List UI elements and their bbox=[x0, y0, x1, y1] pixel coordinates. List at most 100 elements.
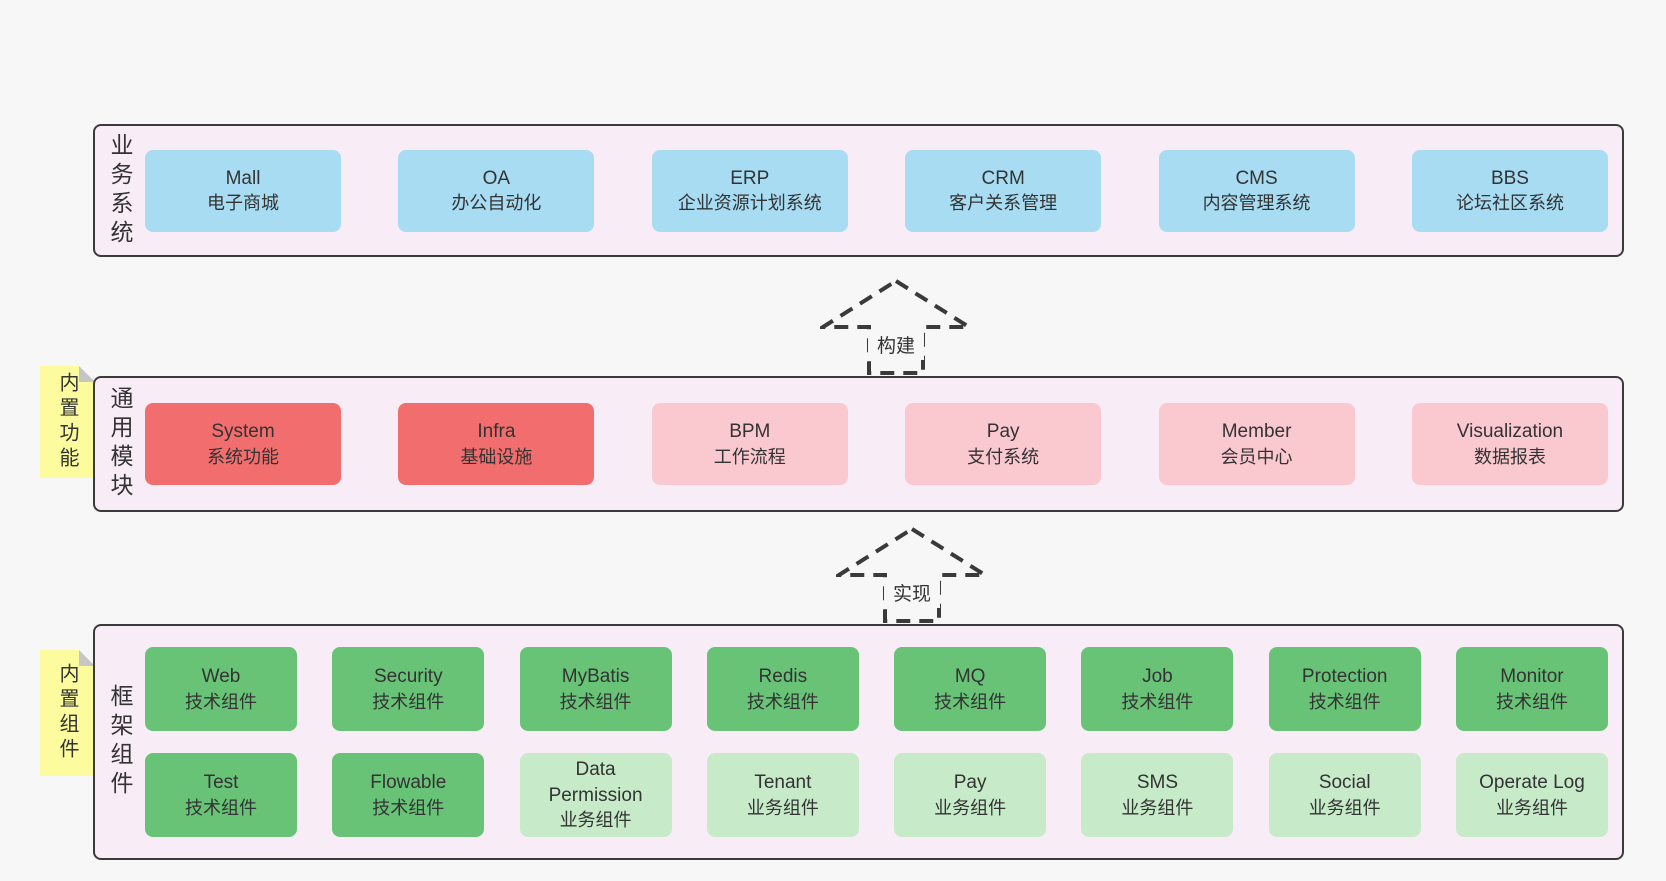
box-title: SMS bbox=[1136, 772, 1178, 794]
section-label-framework-components: 框架组件 bbox=[107, 684, 133, 800]
box-title: ERP bbox=[730, 167, 770, 189]
box-subtitle: 技术组件 bbox=[372, 691, 445, 712]
box-title: Redis bbox=[758, 666, 808, 688]
arrow-label-background bbox=[868, 330, 924, 360]
box-subtitle: 技术组件 bbox=[185, 691, 257, 712]
box-subtitle: 业务组件 bbox=[1308, 797, 1381, 818]
box-pay: Pay 支付系统 bbox=[905, 403, 1102, 485]
box-visualization: Visualization 数据报表 bbox=[1411, 403, 1608, 485]
box-title: MyBatis bbox=[561, 666, 630, 688]
box-subtitle: 企业资源计划系统 bbox=[677, 193, 822, 214]
box-operate-log: Operate Log 业务组件 bbox=[1455, 753, 1608, 837]
box-subtitle: 业务组件 bbox=[559, 810, 632, 831]
section-label-business-systems: 业务系统 bbox=[107, 132, 133, 249]
box-title: CRM bbox=[981, 167, 1025, 189]
section-label-common-modules: 通用模块 bbox=[107, 386, 133, 502]
box-subtitle: 技术组件 bbox=[1495, 691, 1568, 712]
box-title: Web bbox=[201, 666, 241, 688]
box-mybatis: MyBatis 技术组件 bbox=[519, 647, 672, 731]
dashed-up-arrow-build: 构建 bbox=[820, 278, 972, 375]
box-mq: MQ 技术组件 bbox=[894, 647, 1047, 731]
sticky-note-built-in-features: 内置功能 bbox=[40, 366, 95, 478]
box-title: Monitor bbox=[1500, 666, 1564, 688]
box-subtitle: 电子商城 bbox=[207, 193, 279, 214]
box-web: Web 技术组件 bbox=[145, 647, 297, 731]
box-subtitle: 业务组件 bbox=[1495, 797, 1568, 818]
sticky-note-text: 内置组件 bbox=[56, 663, 78, 763]
box-subtitle: 内容管理系统 bbox=[1202, 193, 1311, 214]
box-system: System 系统功能 bbox=[145, 403, 341, 485]
box-redis: Redis 技术组件 bbox=[706, 647, 859, 731]
box-title: Data Permission bbox=[548, 759, 643, 806]
box-tenant: Tenant 业务组件 bbox=[706, 753, 859, 837]
box-subtitle: 会员中心 bbox=[1220, 446, 1293, 467]
box-title: Member bbox=[1221, 421, 1292, 443]
box-infra: Infra 基础设施 bbox=[398, 403, 595, 485]
box-subtitle: 基础设施 bbox=[460, 446, 533, 467]
box-pay: Pay 业务组件 bbox=[894, 753, 1047, 837]
box-crm: CRM 客户关系管理 bbox=[905, 149, 1102, 232]
box-title: Operate Log bbox=[1479, 772, 1585, 794]
box-subtitle: 办公自动化 bbox=[451, 193, 542, 214]
box-subtitle: 技术组件 bbox=[1121, 691, 1194, 712]
box-monitor: Monitor 技术组件 bbox=[1455, 647, 1608, 731]
box-title: Tenant bbox=[754, 772, 812, 794]
sticky-note-built-in-components: 内置组件 bbox=[40, 650, 95, 776]
arrow-label: 构建 bbox=[877, 335, 915, 357]
box-subtitle: 技术组件 bbox=[746, 691, 819, 712]
box-title: Mall bbox=[225, 167, 261, 189]
box-subtitle: 技术组件 bbox=[559, 691, 632, 712]
box-subtitle: 系统功能 bbox=[207, 446, 279, 467]
box-bbs: BBS 论坛社区系统 bbox=[1411, 149, 1608, 232]
box-title: Pay bbox=[986, 421, 1020, 443]
sticky-note-text: 内置功能 bbox=[56, 372, 78, 472]
box-title: BBS bbox=[1490, 167, 1529, 189]
box-subtitle: 数据报表 bbox=[1473, 446, 1546, 467]
arrow-label-background bbox=[884, 578, 940, 608]
box-subtitle: 技术组件 bbox=[1308, 691, 1381, 712]
box-title: CMS bbox=[1235, 167, 1278, 189]
arrow-label: 实现 bbox=[893, 583, 931, 605]
box-title: Infra bbox=[477, 421, 516, 443]
box-subtitle: 工作流程 bbox=[713, 446, 786, 467]
dashed-up-arrow-implement: 实现 bbox=[836, 526, 988, 623]
box-title: Social bbox=[1318, 772, 1371, 794]
box-title: Protection bbox=[1301, 666, 1388, 688]
box-subtitle: 业务组件 bbox=[934, 797, 1007, 818]
box-subtitle: 业务组件 bbox=[746, 797, 819, 818]
box-title: MQ bbox=[954, 666, 986, 688]
box-title: Flowable bbox=[370, 772, 447, 794]
box-title: Pay bbox=[953, 772, 987, 794]
box-title: Visualization bbox=[1456, 421, 1564, 443]
box-erp: ERP 企业资源计划系统 bbox=[651, 149, 848, 232]
box-sms: SMS 业务组件 bbox=[1081, 753, 1234, 837]
box-subtitle: 客户关系管理 bbox=[949, 193, 1058, 214]
box-title: System bbox=[211, 421, 275, 443]
box-subtitle: 论坛社区系统 bbox=[1455, 193, 1564, 214]
box-subtitle: 支付系统 bbox=[967, 446, 1040, 467]
box-title: Job bbox=[1142, 666, 1173, 688]
box-protection: Protection 技术组件 bbox=[1268, 647, 1421, 731]
box-mall: Mall 电子商城 bbox=[145, 149, 341, 232]
box-subtitle: 技术组件 bbox=[934, 691, 1007, 712]
arrow-outline bbox=[836, 526, 988, 623]
box-title: Test bbox=[203, 772, 239, 794]
box-job: Job 技术组件 bbox=[1081, 647, 1234, 731]
box-subtitle: 业务组件 bbox=[1121, 797, 1194, 818]
box-social: Social 业务组件 bbox=[1268, 753, 1421, 837]
box-cms: CMS 内容管理系统 bbox=[1158, 149, 1355, 232]
